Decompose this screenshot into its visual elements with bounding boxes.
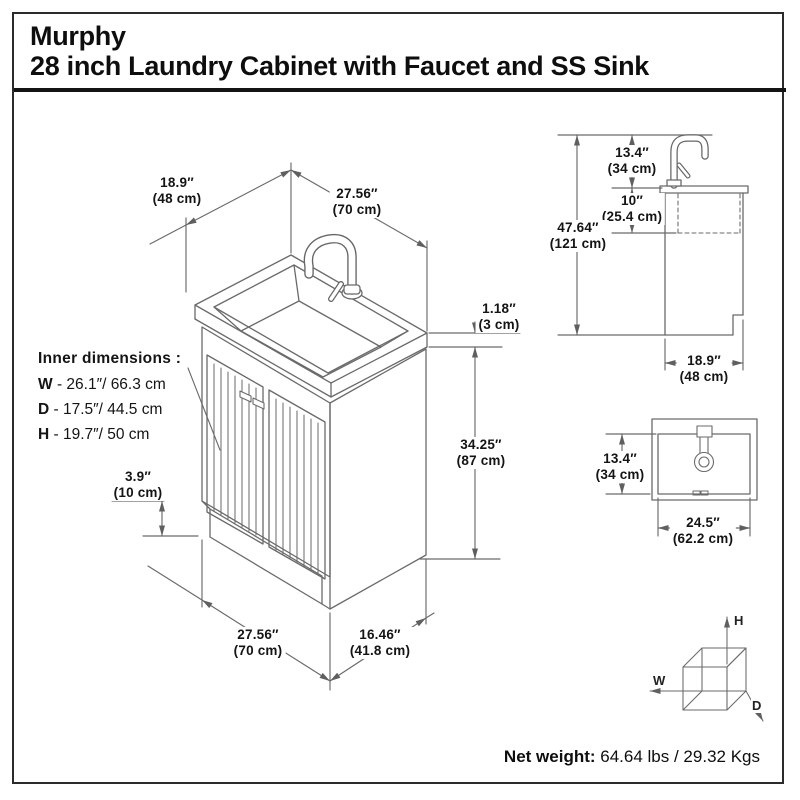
dim-bottom-width: 27.56″(70 cm)	[230, 627, 286, 659]
inner-dimensions-heading: Inner dimensions :	[38, 350, 182, 367]
axis-label-width: W	[652, 673, 667, 688]
dim-toe-kick: 3.9″(10 cm)	[110, 469, 166, 501]
faucet-top	[693, 425, 715, 473]
inner-dimension-height: H - 19.7″/ 50 cm	[38, 426, 150, 443]
dim-top-view-depth: 13.4″(34 cm)	[592, 451, 648, 483]
orientation-cube	[649, 616, 764, 722]
net-weight: Net weight: 64.64 lbs / 29.32 Kgs	[504, 747, 760, 767]
dim-side-bowl-depth: 10″(25.4 cm)	[598, 193, 666, 225]
inner-dimension-width: W - 26.1″/ 66.3 cm	[38, 376, 166, 393]
dim-counter-thickness: 1.18″(3 cm)	[475, 301, 523, 333]
dim-bottom-depth: 16.46″(41.8 cm)	[346, 627, 414, 659]
product-title: 28 inch Laundry Cabinet with Faucet and …	[30, 51, 650, 81]
overflow-drain	[692, 490, 709, 496]
dim-top-width: 27.56″(70 cm)	[329, 186, 385, 218]
axis-label-depth: D	[751, 698, 763, 713]
dim-side-total-height: 47.64″(121 cm)	[546, 220, 610, 252]
side-view	[557, 134, 749, 371]
brand-title: Murphy	[30, 21, 126, 51]
net-weight-label: Net weight:	[503, 747, 596, 766]
faucet-isometric	[303, 233, 363, 302]
dim-side-depth: 18.9″(48 cm)	[676, 353, 732, 385]
dim-cabinet-height: 34.25″(87 cm)	[453, 437, 509, 469]
net-weight-value: 64.64 lbs / 29.32 Kgs	[600, 747, 760, 766]
door-handles	[239, 390, 265, 410]
axis-label-height: H	[733, 613, 745, 628]
dim-side-faucet-height: 13.4″(34 cm)	[604, 145, 660, 177]
inner-dimensions-note: Inner dimensions : W - 26.1″/ 66.3 cm D …	[38, 346, 181, 447]
title-rule	[14, 88, 786, 92]
inner-dimension-depth: D - 17.5″/ 44.5 cm	[38, 401, 163, 418]
dim-top-depth: 18.9″(48 cm)	[149, 175, 205, 207]
sink-bowl-dashed	[677, 193, 741, 234]
faucet-side	[666, 134, 709, 189]
title-block: Murphy 28 inch Laundry Cabinet with Fauc…	[30, 21, 760, 81]
inner-dimensions-leader	[187, 367, 221, 451]
cabinet-doors	[206, 354, 326, 580]
dim-top-view-width: 24.5″(62.2 cm)	[669, 515, 737, 547]
